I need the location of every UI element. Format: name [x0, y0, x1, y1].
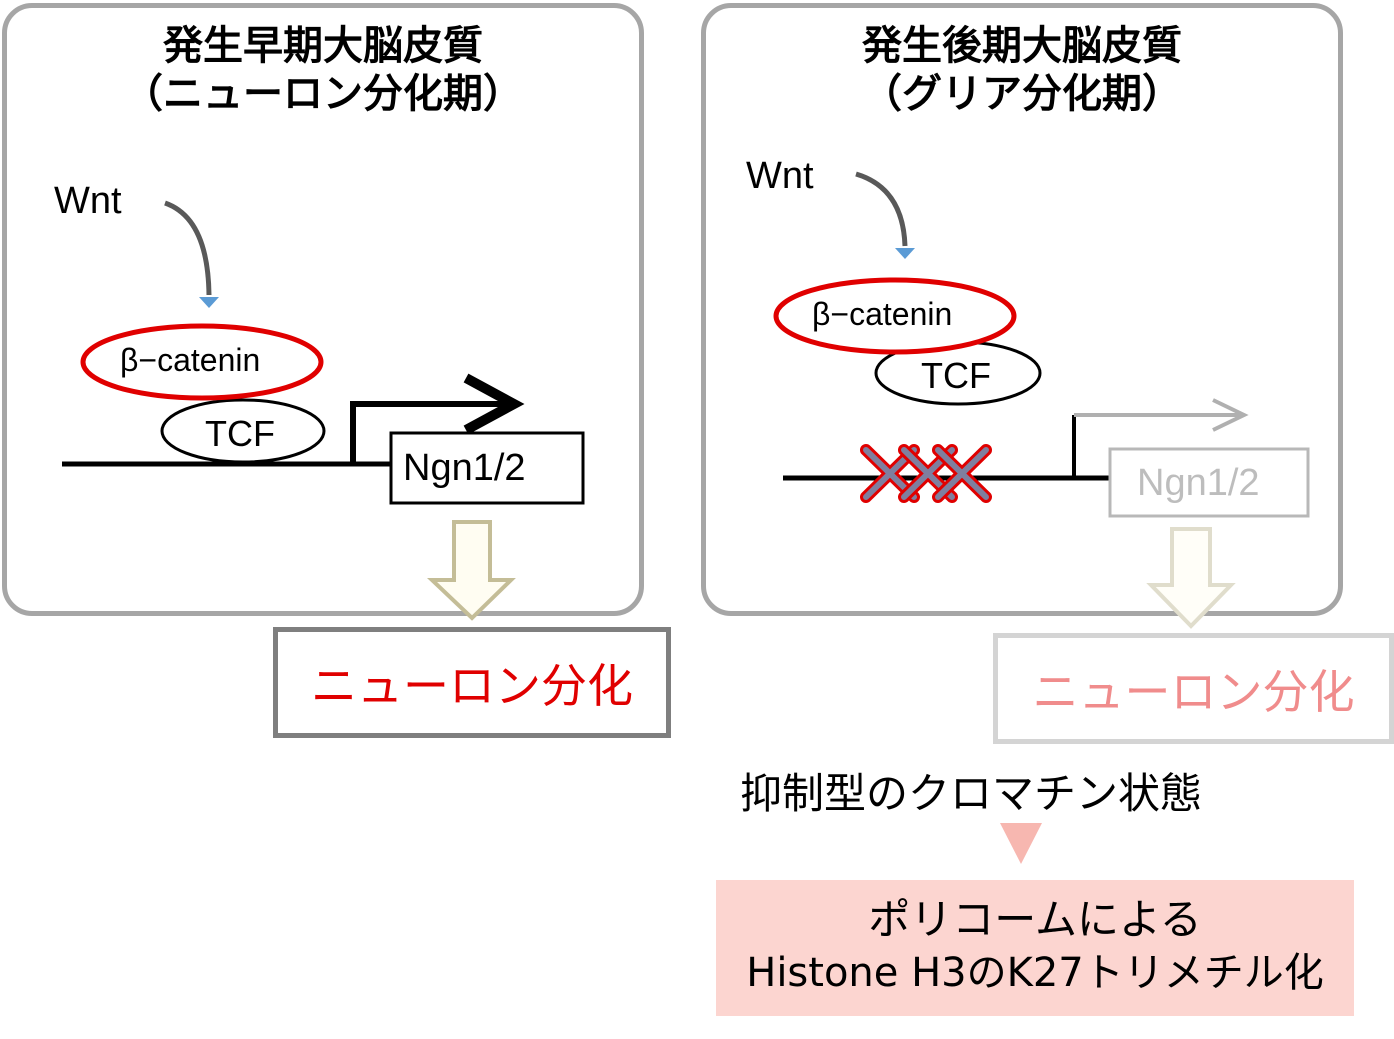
early-cortex-title: 発生早期大脳皮質 （ニューロン分化期） — [2, 22, 644, 118]
polycomb-line2: Histone H3のK27トリメチル化 — [746, 950, 1324, 996]
block-arrow-left — [426, 520, 516, 621]
neuron-differentiation-label-right: ニューロン分化 — [1032, 664, 1355, 719]
promoter-arrow-left — [350, 401, 508, 464]
neuron-differentiation-box-right: ニューロン分化 — [993, 633, 1394, 744]
block-arrow-right — [1146, 527, 1236, 629]
early-cortex-title-line1: 発生早期大脳皮質 — [163, 23, 483, 69]
gene-label-right: Ngn1/2 — [1137, 462, 1260, 504]
late-cortex-title-line2: （グリア分化期） — [862, 71, 1182, 117]
chromatin-to-polycomb-arrow — [1000, 823, 1042, 864]
early-cortex-panel — [2, 3, 644, 616]
gene-box-right — [1108, 447, 1310, 518]
tcf-label-right: TCF — [921, 355, 991, 396]
gene-label-left: Ngn1/2 — [403, 447, 526, 489]
beta-catenin-label-right: β−catenin — [812, 296, 953, 332]
repressive-marks — [860, 444, 992, 503]
promoter-arrow-left-head — [463, 373, 525, 435]
wnt-arrow-left — [164, 200, 212, 296]
tcf-ellipse-left — [160, 398, 326, 464]
wnt-label-left: Wnt — [54, 180, 122, 222]
wnt-arrow-left-tip — [199, 297, 219, 308]
early-cortex-title-line2: （ニューロン分化期） — [123, 71, 523, 117]
wnt-arrow-right-tip — [895, 248, 915, 259]
wnt-label-right: Wnt — [746, 155, 814, 197]
neuron-differentiation-label-left: ニューロン分化 — [311, 658, 633, 713]
late-cortex-title-line1: 発生後期大脳皮質 — [862, 23, 1182, 69]
late-cortex-title: 発生後期大脳皮質 （グリア分化期） — [701, 22, 1343, 118]
promoter-arrow-right-head — [1212, 398, 1249, 432]
tcf-label-left: TCF — [205, 413, 275, 454]
gene-box-left — [389, 431, 585, 505]
polycomb-line1: ポリコームによる — [868, 895, 1202, 944]
beta-catenin-ellipse-right — [773, 277, 1017, 355]
beta-catenin-label-left: β−catenin — [120, 342, 261, 378]
wnt-arrow-right — [855, 171, 908, 247]
repressive-mark-3 — [932, 444, 992, 503]
repressive-chromatin-label: 抑制型のクロマチン状態 — [740, 769, 1203, 818]
polycomb-box: ポリコームによる Histone H3のK27トリメチル化 — [716, 880, 1354, 1016]
beta-catenin-ellipse-left — [80, 323, 324, 401]
neuron-differentiation-box-left: ニューロン分化 — [273, 627, 671, 738]
